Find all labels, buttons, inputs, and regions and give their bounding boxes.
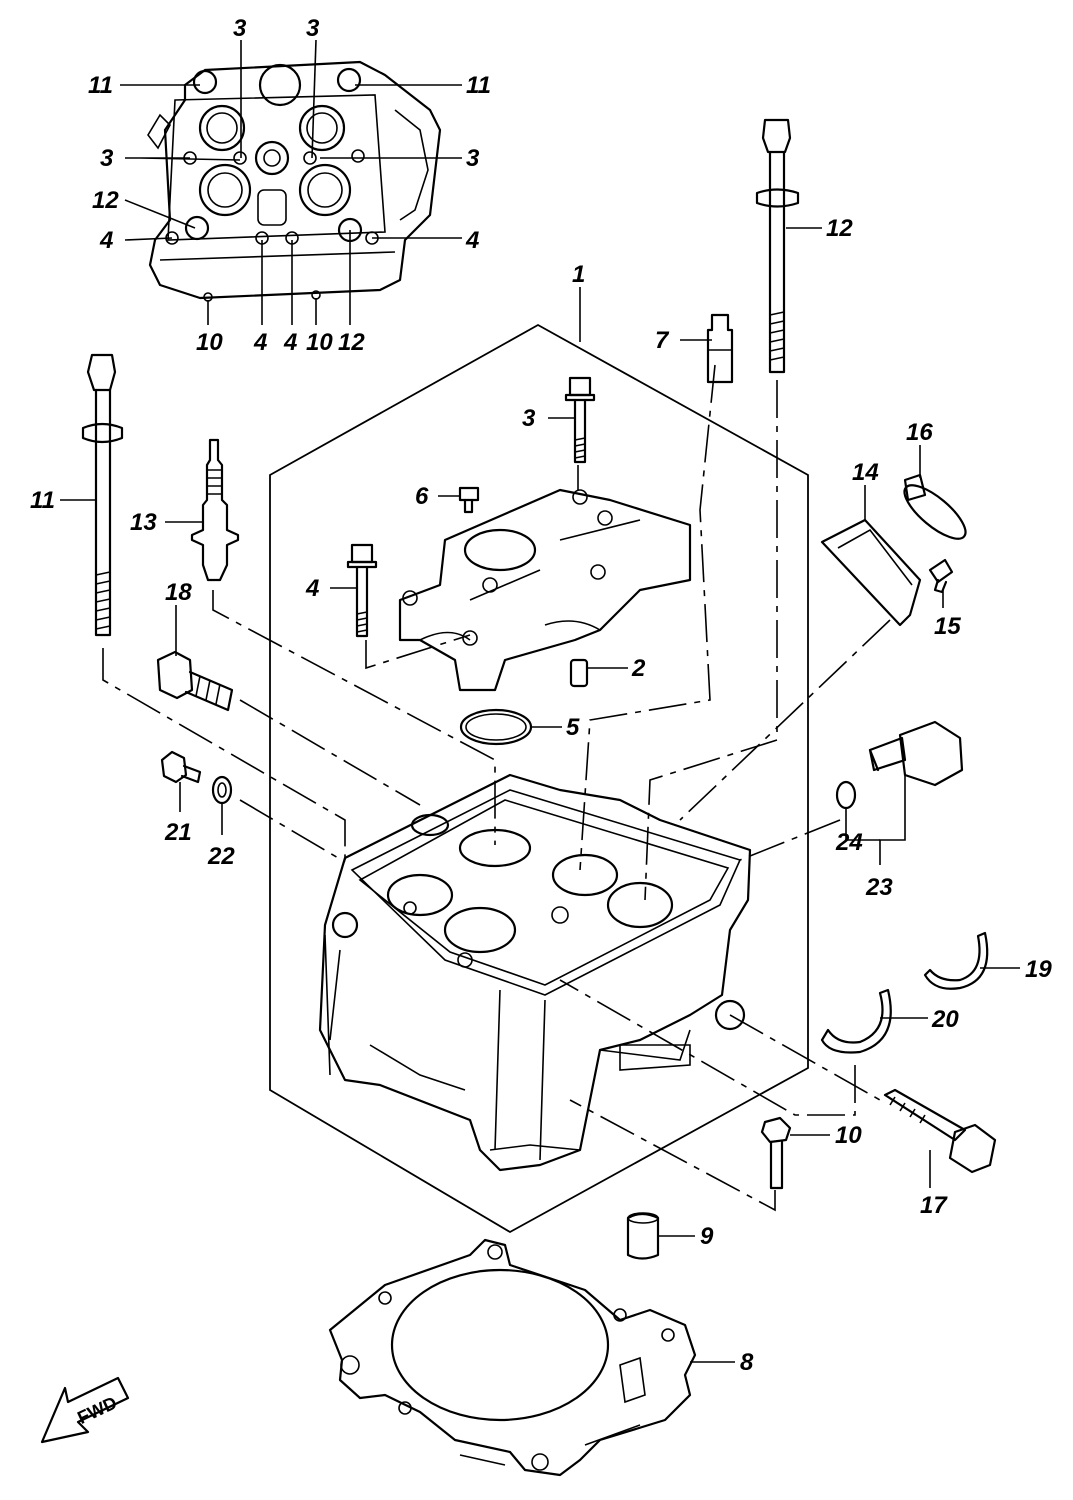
callout-10: 10 xyxy=(835,1122,862,1149)
callout-numbers: 11 11 3 3 3 3 12 4 4 10 4 4 10 12 1 3 6 … xyxy=(30,15,1052,1376)
assembly-lines xyxy=(102,364,891,1212)
callout-24: 24 xyxy=(835,829,863,856)
callout-11: 11 xyxy=(30,487,55,514)
callout-2: 2 xyxy=(631,655,646,682)
fwd-arrow-icon: FWD xyxy=(40,1376,130,1444)
camshaft-holder xyxy=(398,488,692,692)
o-ring-5 xyxy=(459,708,533,746)
callout-19: 19 xyxy=(1025,956,1052,983)
callout-10: 10 xyxy=(306,329,333,356)
callout-10: 10 xyxy=(196,329,223,356)
spark-plug-13 xyxy=(190,438,240,582)
callout-21: 21 xyxy=(164,819,192,846)
callout-4: 4 xyxy=(283,329,297,356)
o-ring-24 xyxy=(835,780,857,810)
callout-12: 12 xyxy=(826,215,853,242)
callout-3: 3 xyxy=(466,145,480,172)
bolt-6 xyxy=(458,486,480,514)
stud-bolt-11 xyxy=(81,353,124,637)
callout-18: 18 xyxy=(165,579,192,606)
callout-22: 22 xyxy=(207,843,235,870)
callout-11: 11 xyxy=(466,72,491,99)
callout-8: 8 xyxy=(740,1349,754,1376)
inset-head-top-view xyxy=(147,60,442,302)
bolt-15 xyxy=(928,558,954,594)
plate-20 xyxy=(820,988,892,1054)
callout-5: 5 xyxy=(566,714,580,741)
callout-11: 11 xyxy=(88,72,113,99)
callout-leaders xyxy=(60,227,1020,1363)
cylinder-head xyxy=(318,773,752,1172)
callout-13: 13 xyxy=(130,509,157,536)
stud-bolt-12 xyxy=(755,118,800,374)
callout-6: 6 xyxy=(415,483,429,510)
bolt-3 xyxy=(564,376,596,464)
callout-15: 15 xyxy=(934,613,961,640)
callout-17: 17 xyxy=(920,1192,948,1219)
callout-7: 7 xyxy=(655,327,670,354)
clamp-16 xyxy=(903,473,967,540)
callout-23: 23 xyxy=(865,874,893,901)
callout-1: 1 xyxy=(572,261,585,288)
callout-3: 3 xyxy=(233,15,247,42)
callout-20: 20 xyxy=(931,1006,959,1033)
callout-4: 4 xyxy=(253,329,267,356)
callout-9: 9 xyxy=(700,1223,714,1250)
fwd-label: FWD xyxy=(74,1393,120,1428)
intake-pipe-14 xyxy=(820,518,922,627)
callout-3: 3 xyxy=(522,405,536,432)
dowel-pin-2 xyxy=(569,658,589,688)
callout-14: 14 xyxy=(852,459,879,486)
inset-leader-lines xyxy=(120,39,462,325)
bolt-17 xyxy=(883,1088,997,1174)
temperature-sensor-23 xyxy=(868,720,964,787)
callout-12: 12 xyxy=(338,329,365,356)
callout-3: 3 xyxy=(306,15,320,42)
callout-4: 4 xyxy=(305,575,319,602)
callout-4: 4 xyxy=(465,227,479,254)
head-gasket-8 xyxy=(328,1238,697,1477)
bolt-18 xyxy=(156,650,234,712)
dowel-9 xyxy=(626,1212,660,1260)
plate-19 xyxy=(923,931,989,990)
callout-16: 16 xyxy=(906,419,933,446)
washer-22 xyxy=(211,775,233,805)
bolt-10 xyxy=(760,1116,792,1190)
callout-4: 4 xyxy=(99,227,113,254)
assembly-frame xyxy=(269,323,809,1234)
bolt-4 xyxy=(346,543,378,638)
tensioner-7 xyxy=(706,313,734,384)
callout-12: 12 xyxy=(92,187,119,214)
bolt-21 xyxy=(160,750,202,784)
callout-3: 3 xyxy=(100,145,114,172)
